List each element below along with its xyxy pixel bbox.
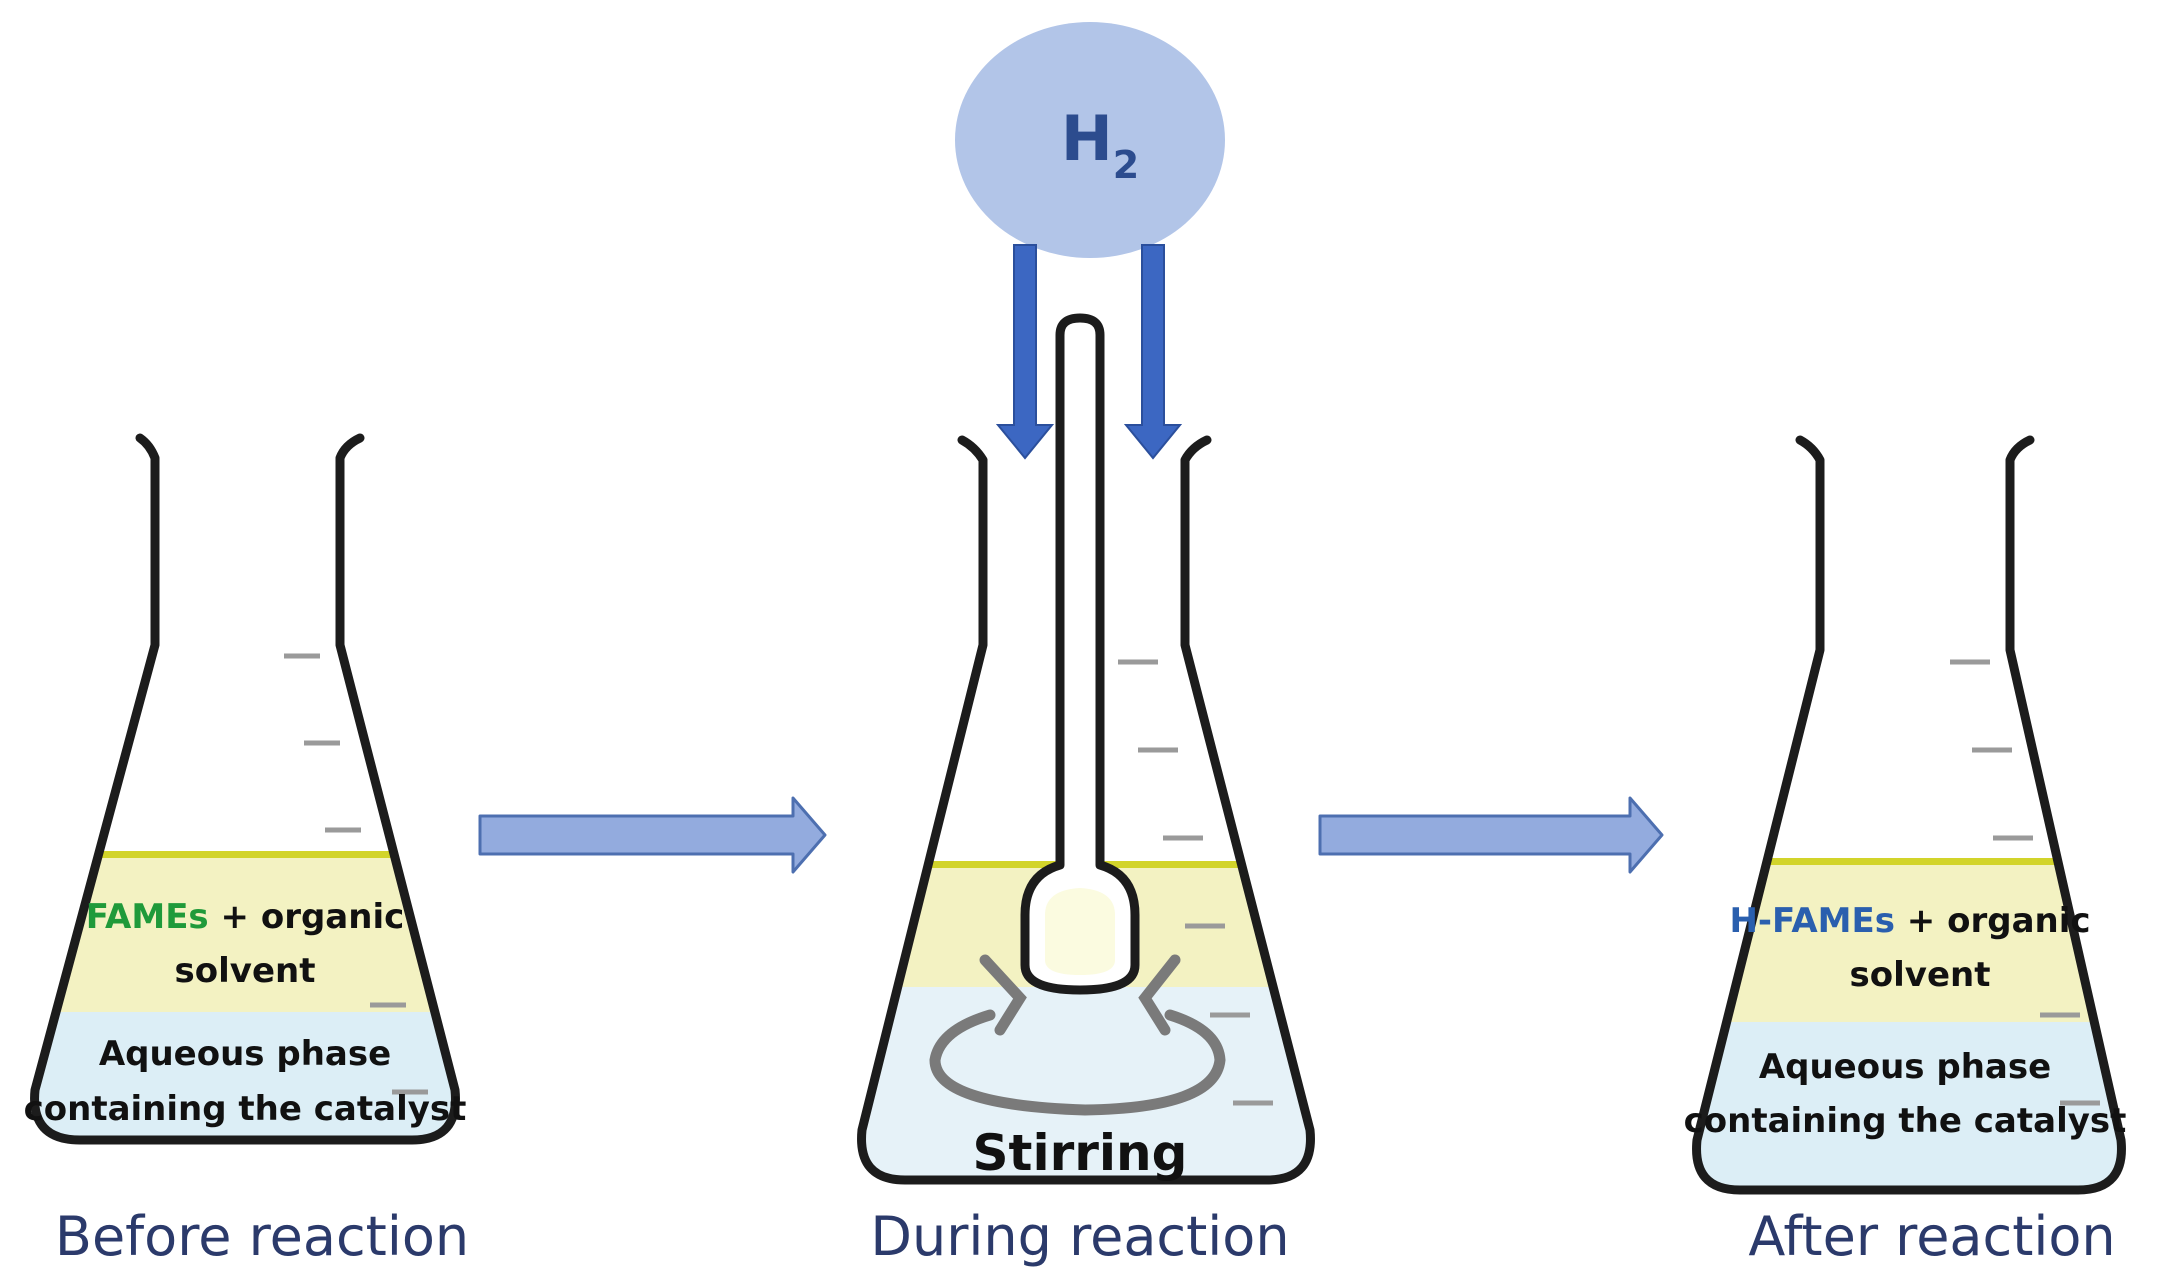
organic-label-rest: + organic — [209, 897, 405, 937]
caption-after: After reaction — [1748, 1205, 2115, 1268]
flask-before: FAMEs + organic solvent Aqueous phase co… — [24, 433, 469, 1268]
organic-label-rest: + organic — [1895, 901, 2091, 941]
flask-outline — [857, 435, 1315, 1185]
aqueous-label-line2: containing the catalyst — [24, 1089, 467, 1129]
caption-during: During reaction — [870, 1205, 1289, 1268]
process-arrow-2 — [1318, 796, 1664, 874]
flask-outline — [30, 433, 460, 1145]
svg-text:FAMEs + organic: FAMEs + organic — [86, 897, 405, 937]
organic-layer — [1696, 862, 2122, 1022]
svg-text:H2: H2 — [1061, 102, 1139, 187]
flask-outline — [1692, 435, 2126, 1195]
h-fames-label: H-FAMEs — [1729, 901, 1895, 941]
organic-top-line — [1696, 858, 2122, 865]
h2-arrow-right — [1123, 244, 1183, 460]
organic-top-line — [34, 851, 456, 858]
h2-bubble — [955, 22, 1225, 258]
organic-label-line2: solvent — [175, 951, 316, 991]
organic-layer — [34, 855, 456, 1012]
stirrer-rod — [1020, 313, 1140, 995]
aqueous-label-line1: Aqueous phase — [1759, 1047, 2051, 1087]
process-arrow-1 — [478, 796, 827, 874]
organic-label-line2: solvent — [1850, 955, 1991, 995]
hydrogen-supply: H2 — [955, 22, 1225, 460]
graduation-marks — [1118, 659, 1273, 1106]
graduation-marks — [1950, 659, 2100, 1106]
flask-during: Stirring During reaction — [857, 313, 1315, 1268]
h2-subscript: 2 — [1113, 143, 1139, 187]
stirring-swirl-icon — [929, 954, 1226, 1116]
svg-text:H-FAMEs + organic: H-FAMEs + organic — [1729, 901, 2090, 941]
aqueous-label-line1: Aqueous phase — [99, 1034, 391, 1074]
aqueous-layer — [34, 1012, 456, 1140]
stirring-label: Stirring — [973, 1124, 1188, 1182]
h2-symbol: H — [1061, 102, 1113, 175]
aqueous-label-line2: containing the catalyst — [1684, 1101, 2127, 1141]
fames-label: FAMEs — [86, 897, 209, 937]
h2-arrow-left — [995, 244, 1055, 460]
caption-before: Before reaction — [55, 1205, 469, 1268]
aqueous-layer — [1696, 1022, 2122, 1190]
aqueous-layer — [861, 987, 1311, 1180]
flask-after: H-FAMEs + organic solvent Aqueous phase … — [1684, 435, 2127, 1268]
graduation-marks — [284, 653, 428, 1095]
